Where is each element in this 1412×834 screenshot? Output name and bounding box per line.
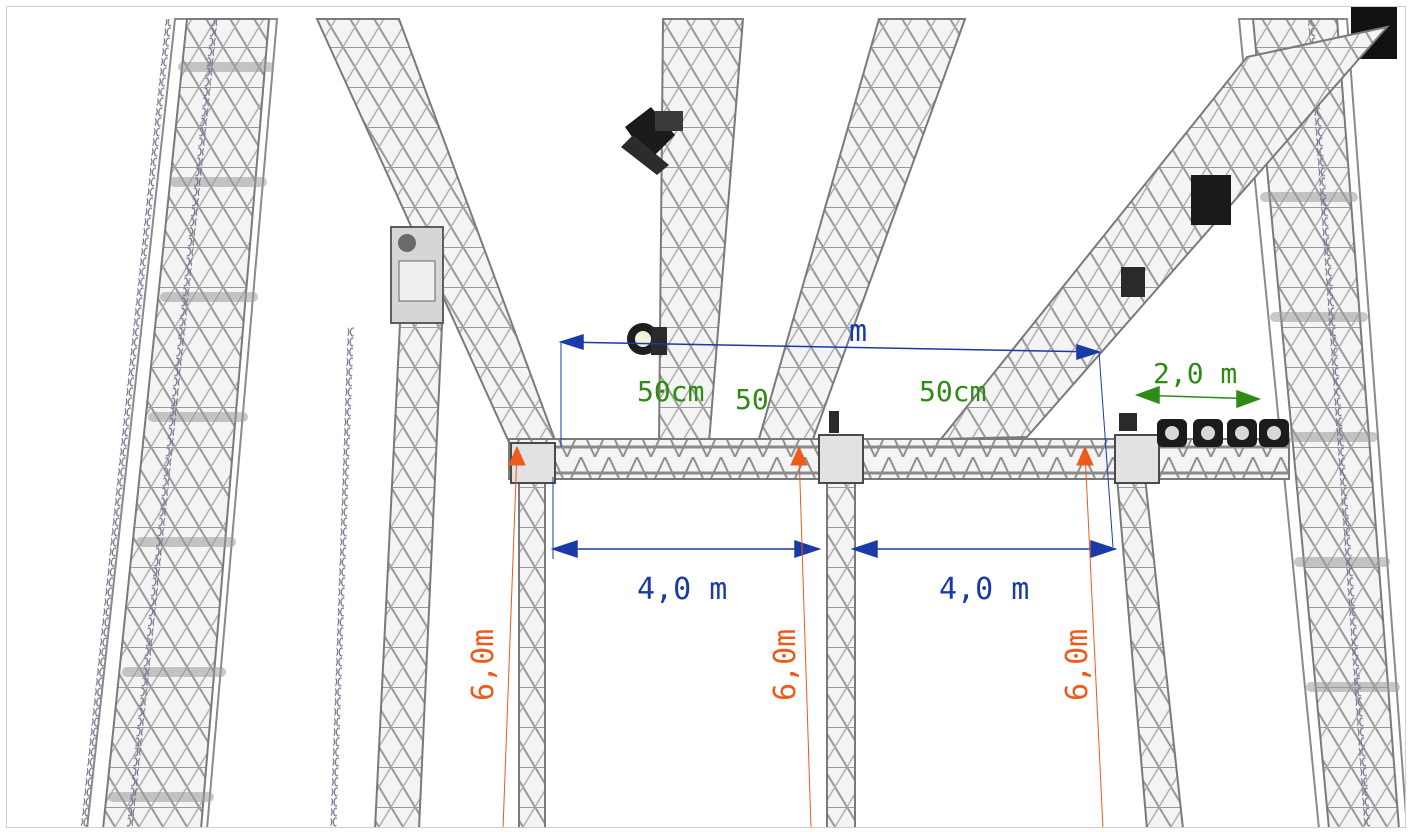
dimension-lines-blue	[550, 333, 1118, 559]
fixture-block	[1121, 267, 1145, 297]
bay-right-label: 4,0 m	[939, 572, 1029, 607]
spacing-label-1: 50cm	[637, 375, 704, 408]
top-span-label: m	[849, 314, 867, 349]
par-light-icon	[627, 323, 667, 355]
support-tower-right	[1114, 413, 1184, 827]
height-center-label: 6,0m	[768, 629, 803, 701]
spacing-label-2: 50	[735, 383, 769, 416]
bay-left-label: 4,0 m	[637, 572, 727, 607]
height-right-label: 6,0m	[1060, 629, 1095, 701]
dimension-line-green	[1134, 385, 1262, 409]
hoist-chain	[80, 19, 172, 827]
diagram-frame: m 50cm 50 50cm 2,0 m 4,0 m 4,0 m 6,0m 6,…	[6, 6, 1406, 828]
overhead-truss-4	[938, 25, 1390, 441]
fixture-block	[1191, 175, 1231, 225]
left-tower	[80, 18, 279, 827]
height-left-label: 6,0m	[466, 629, 501, 701]
height-lines-orange	[502, 445, 1104, 827]
truss-diagram: m 50cm 50 50cm 2,0 m 4,0 m 4,0 m 6,0m 6,…	[80, 7, 1405, 827]
hoist-chain	[1307, 19, 1371, 827]
support-tower-center	[818, 411, 864, 827]
spacing-label-3: 50cm	[919, 375, 986, 408]
left-hoist-tower	[330, 226, 445, 827]
support-tower-left	[510, 442, 556, 827]
moving-head-icon	[1157, 419, 1289, 447]
right-tower	[1237, 7, 1405, 827]
spotlight-icon	[621, 107, 683, 175]
hoist-chain	[330, 327, 354, 827]
hoist-chain	[126, 19, 218, 827]
side-span-label: 2,0 m	[1153, 357, 1237, 390]
